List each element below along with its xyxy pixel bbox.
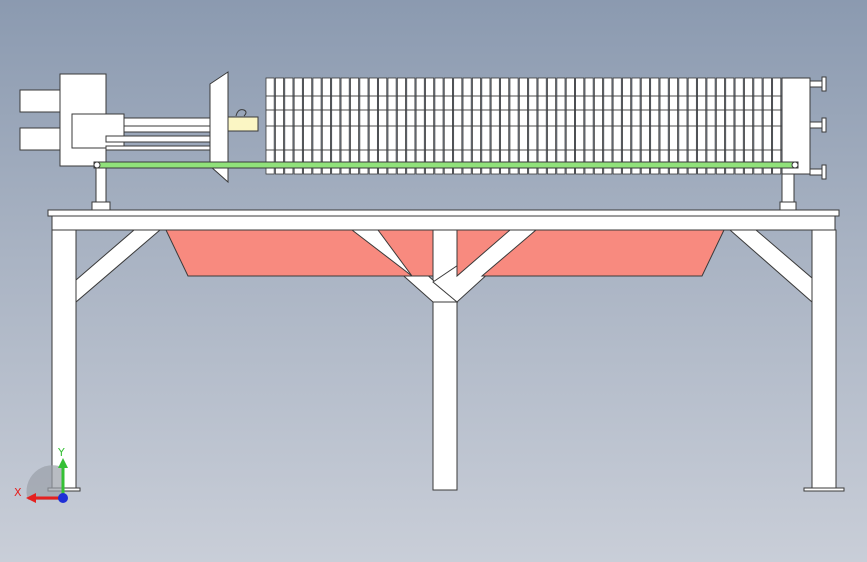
triad-base-shape xyxy=(26,465,64,500)
drip-tray-far-right xyxy=(480,229,725,277)
frame-foot-right xyxy=(803,487,845,492)
frame-cross-beam xyxy=(51,215,836,231)
rail-end-left xyxy=(93,161,101,169)
head-block-inner xyxy=(71,113,125,149)
x-axis-label: X xyxy=(14,486,22,499)
support-frame xyxy=(47,209,845,492)
y-axis-arrowhead xyxy=(58,458,68,468)
y-axis-label: Y xyxy=(57,446,65,459)
hydraulic-cylinders xyxy=(19,73,229,167)
support-left-foot xyxy=(91,201,111,211)
cylinder-lower xyxy=(19,127,61,151)
guide-rail-bar xyxy=(93,161,799,169)
tail-block xyxy=(781,77,811,175)
frame-leg-right xyxy=(811,229,837,491)
outlet-nozzles xyxy=(809,76,827,180)
brace-right-outer xyxy=(728,229,813,304)
nozzle-pipe xyxy=(809,121,823,129)
cylinder-upper xyxy=(19,89,61,113)
cylinder-block xyxy=(227,116,259,132)
axis-triad[interactable]: Y X xyxy=(14,446,68,503)
nozzle-flange xyxy=(821,117,827,133)
nozzle-flange xyxy=(821,164,827,180)
support-left xyxy=(95,167,107,203)
drip-trays xyxy=(165,229,725,278)
brace-left-outer xyxy=(75,229,162,304)
piston-rod-4 xyxy=(105,145,219,151)
frame-top-beam xyxy=(47,209,840,217)
drip-tray-right xyxy=(456,229,512,278)
nozzle-pipe xyxy=(809,80,823,88)
valve-hook xyxy=(235,109,247,117)
nozzle-pipe xyxy=(809,168,823,176)
nozzle-flange xyxy=(821,76,827,92)
filter-plate-stack xyxy=(265,77,782,175)
guide-rail xyxy=(93,161,799,169)
piston-rod-3 xyxy=(105,135,215,143)
x-axis-arrowhead xyxy=(26,493,36,503)
support-right-foot xyxy=(779,201,797,211)
z-axis-dot xyxy=(58,493,68,503)
drip-tray-mid xyxy=(377,229,434,277)
pressing-plate xyxy=(209,71,229,184)
rail-end-right xyxy=(791,161,799,169)
frame-leg-left xyxy=(51,229,77,491)
